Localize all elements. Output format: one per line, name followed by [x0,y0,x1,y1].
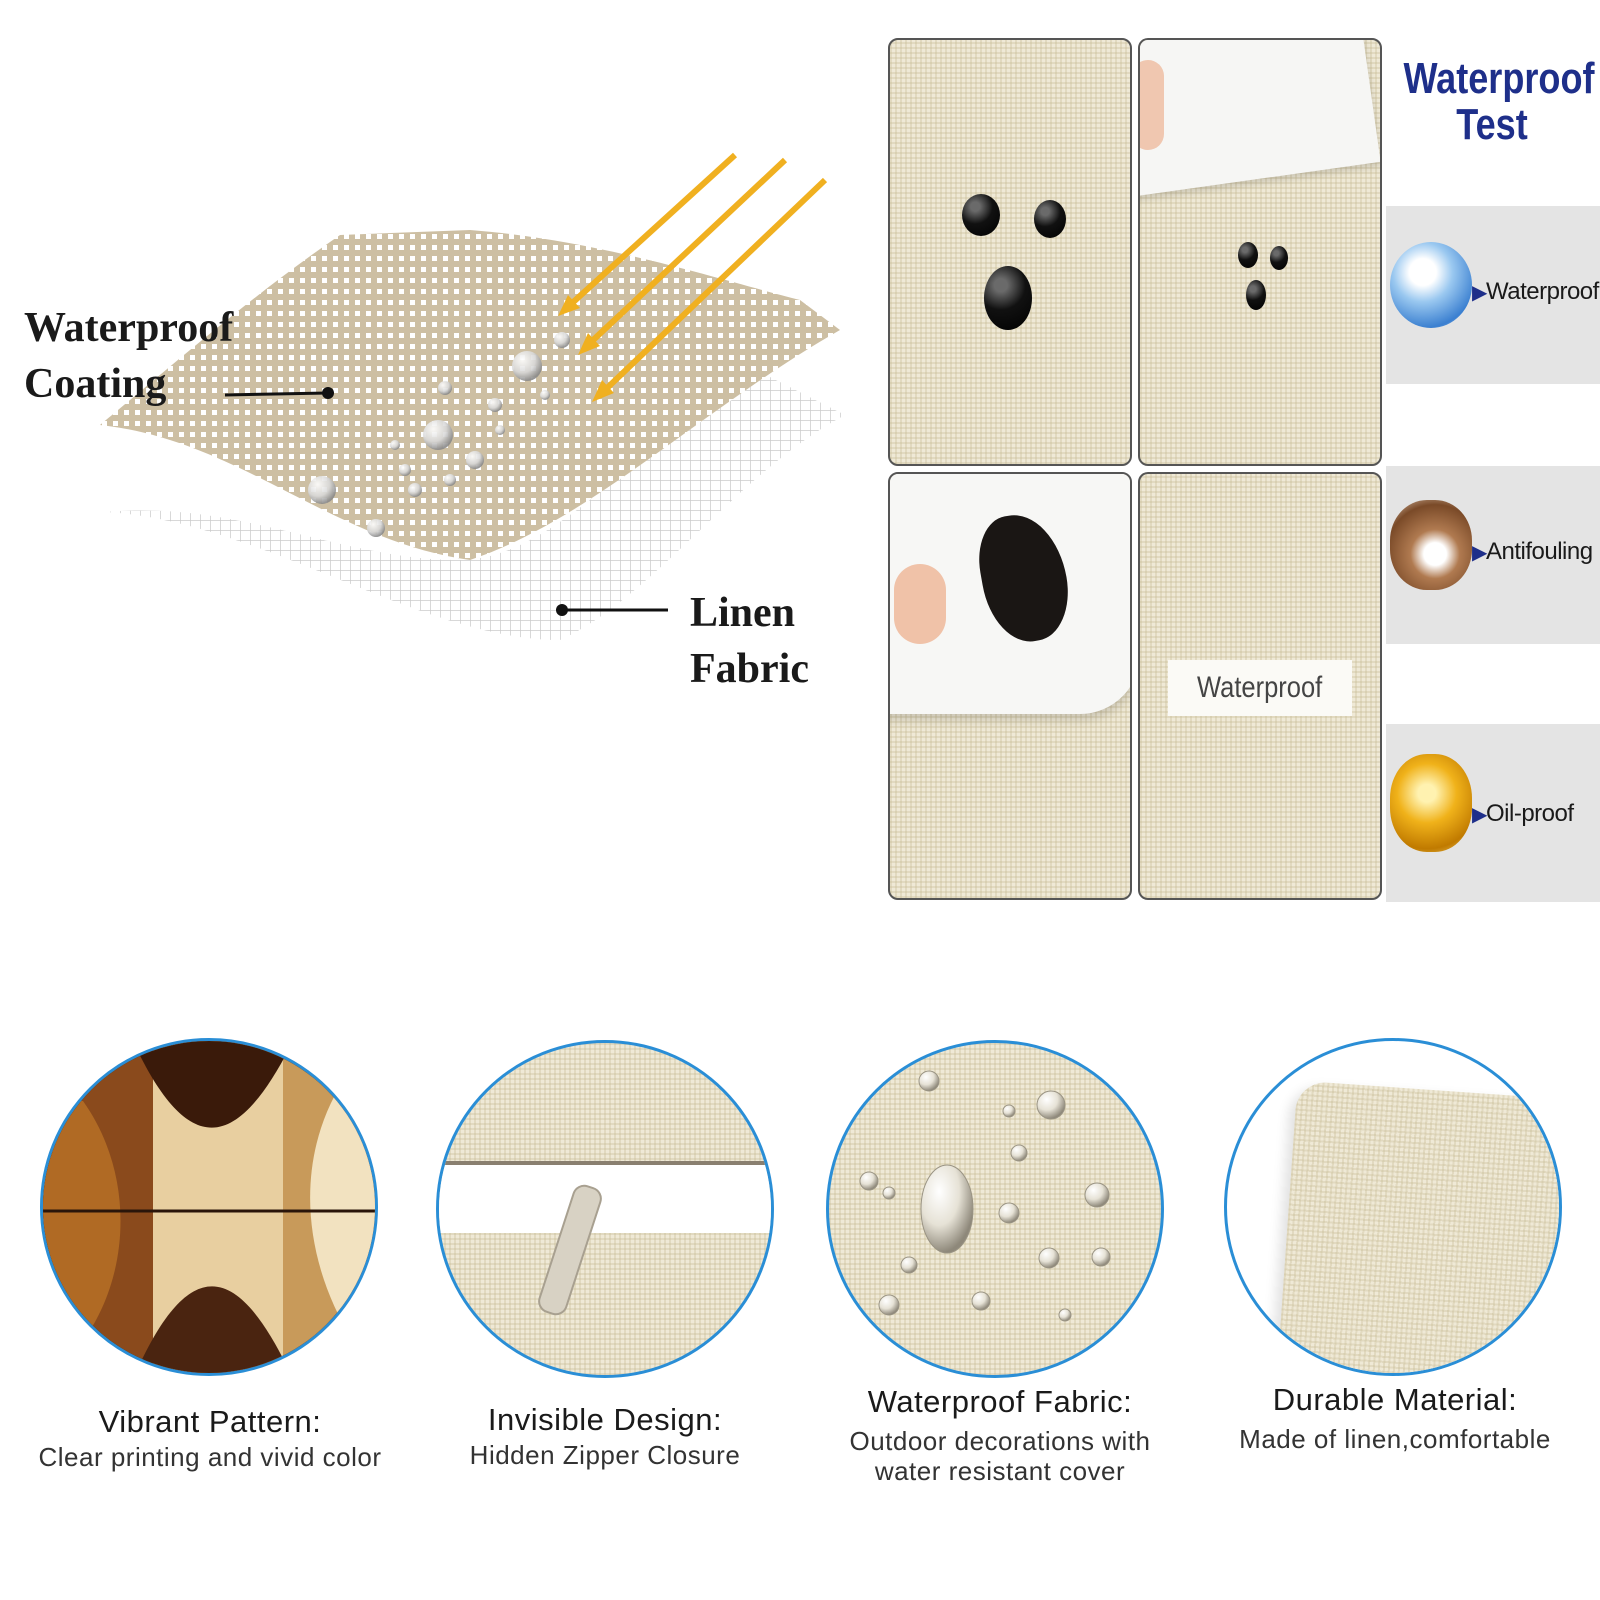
water-bead [1270,246,1288,270]
chevron-right-icon: ▶ [1472,282,1488,304]
pillow-insert [439,1163,771,1233]
waterproof-test-title: Waterproof Test [1403,54,1595,149]
test-card: Waterproof [1168,660,1352,716]
feature-waterproof: ▶ Waterproof [1386,206,1600,384]
test-card-label: Waterproof [1197,671,1323,704]
fabric-label: Linen Fabric [690,590,809,692]
water-bead [1246,280,1266,310]
feature-antifouling: ▶ Antifouling [1386,466,1600,644]
label-pointers [224,387,668,616]
coating-label: Waterproof Coating [24,305,234,407]
pattern-graphic [43,1041,375,1373]
water-bead [984,266,1032,330]
water-bead [1238,242,1258,268]
test-panel-beads-2 [1138,38,1382,466]
caption-title: Invisible Design: [487,1402,723,1437]
oil-bubbles-icon [1390,754,1472,852]
caption-subtitle: Outdoor decorations with water resistant… [849,1426,1151,1486]
pillow-corner [1276,1080,1559,1373]
pillow-insert-corner [1140,40,1380,197]
zipper-seam [439,1161,771,1165]
waterproof-closeup [826,1040,1164,1378]
test-panel-beads-1 [888,38,1132,466]
mud-splash-icon [1390,500,1472,590]
feature-label: Waterproof [1486,278,1599,305]
water-bead [1034,200,1066,238]
material-closeup [1224,1038,1562,1376]
linen-layer [105,372,845,640]
layer-diagram-graphic [100,152,845,640]
feature-label: Oil-proof [1486,800,1574,827]
feature-oil-proof: ▶ Oil-proof [1386,724,1600,902]
pattern-closeup [40,1038,378,1376]
caption-subtitle: Hidden Zipper Closure [469,1440,741,1470]
finger [1140,60,1164,150]
chevron-right-icon: ▶ [1472,542,1488,564]
caption-title: Vibrant Pattern: [98,1404,322,1439]
caption-subtitle: Made of linen,comfortable [1239,1424,1551,1454]
water-splash-icon [1390,242,1472,328]
caption-title: Durable Material: [1272,1382,1518,1417]
test-panel-stain [888,472,1132,900]
pressure-arrows [558,152,828,402]
zipper-closeup [436,1040,774,1378]
caption-title: Waterproof Fabric: [867,1384,1133,1419]
caption-subtitle: Clear printing and vivid color [38,1442,382,1472]
fabric-layer-diagram: Waterproof Coating Linen Fabric [0,0,860,720]
droplets-graphic [859,1070,1111,1322]
feature-label: Antifouling [1486,538,1593,565]
finger [894,564,946,644]
coating-layer [100,230,840,560]
water-droplets [308,332,570,537]
water-bead [962,194,1000,236]
test-panel-clean: Waterproof [1138,472,1382,900]
chevron-right-icon: ▶ [1472,804,1488,826]
